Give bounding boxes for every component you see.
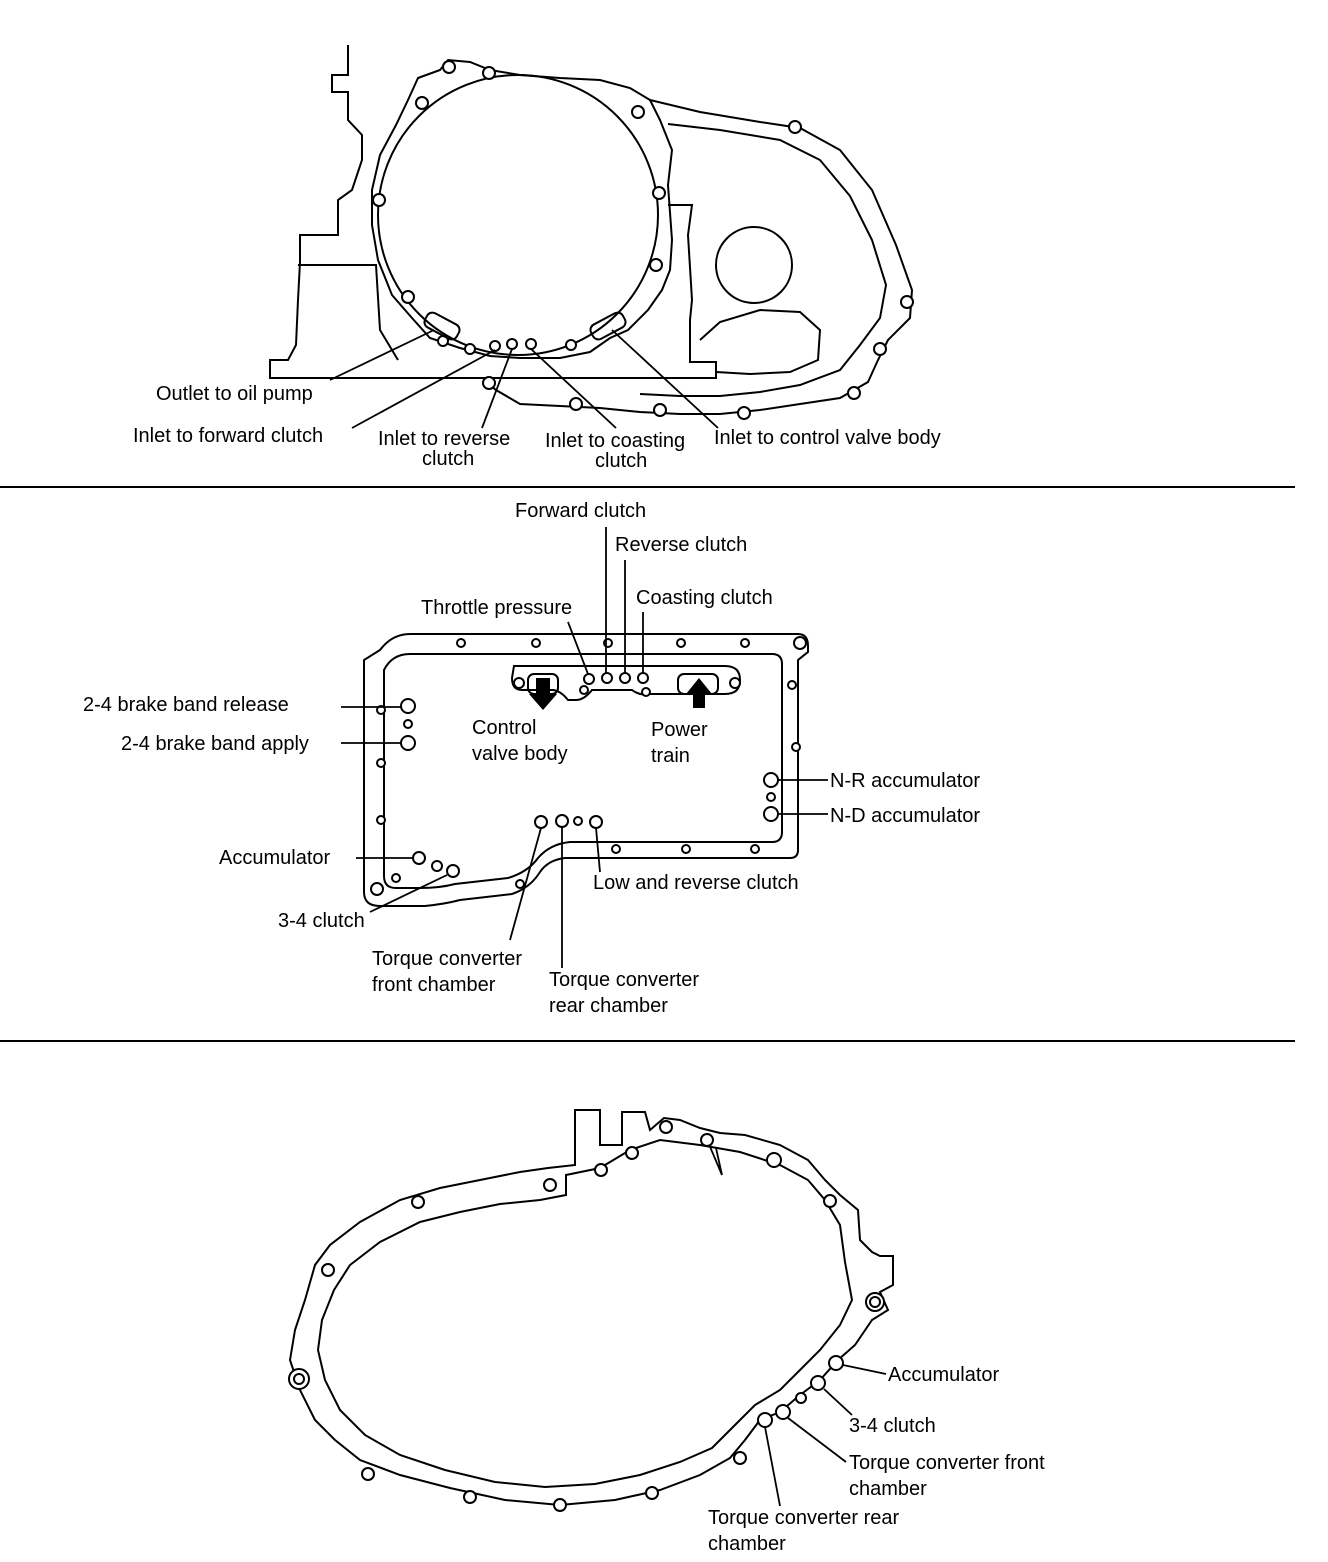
label-case-tc-rear-line1: Torque converter rear bbox=[708, 1507, 900, 1529]
label-tc-front-chamber-line2: front chamber bbox=[372, 974, 496, 996]
reverse-clutch-port bbox=[506, 338, 518, 350]
label-case-tc-front-line1: Torque converter front bbox=[849, 1452, 1045, 1474]
label-throttle-pressure: Throttle pressure bbox=[421, 597, 572, 619]
leader-case-tc-front bbox=[787, 1417, 847, 1463]
leader-tc-front-chamber bbox=[509, 827, 542, 941]
label-case-tc-front-line2: chamber bbox=[849, 1478, 927, 1500]
leader-inlet-reverse-clutch bbox=[481, 348, 513, 429]
label-inlet-control-valve-body: Inlet to control valve body bbox=[714, 427, 941, 449]
label-coasting-clutch: Coasting clutch bbox=[636, 587, 773, 609]
case-34-clutch-port bbox=[810, 1375, 826, 1391]
control-valve-inlet-port bbox=[589, 311, 627, 341]
housing-right-inner bbox=[639, 123, 888, 397]
label-tc-rear-chamber-line1: Torque converter bbox=[549, 969, 699, 991]
housing-rib bbox=[699, 308, 822, 376]
label-case-tc-rear-line2: chamber bbox=[708, 1533, 786, 1555]
label-power-train-line2: train bbox=[651, 745, 690, 767]
case-gasket-inner bbox=[316, 1138, 854, 1489]
valve-body-ports bbox=[400, 672, 779, 878]
housing-left-outline bbox=[269, 45, 717, 379]
label-forward-clutch: Forward clutch bbox=[515, 500, 646, 522]
label-low-reverse-clutch: Low and reverse clutch bbox=[593, 872, 799, 894]
label-nd-accumulator: N-D accumulator bbox=[830, 805, 980, 827]
leader-inlet-forward-clutch bbox=[351, 349, 496, 429]
leader-outlet-oil-pump bbox=[329, 329, 435, 381]
leader-case-accumulator bbox=[842, 1364, 887, 1375]
label-inlet-forward-clutch: Inlet to forward clutch bbox=[133, 425, 323, 447]
arrow-down-control-valve bbox=[529, 678, 557, 710]
panel-transaxle-case-gasket: Accumulator 3-4 clutch Torque converter … bbox=[288, 1109, 1045, 1555]
label-control-valve-body-line1: Control bbox=[472, 717, 536, 739]
leader-34-clutch bbox=[369, 874, 448, 913]
panel-converter-housing: Outlet to oil pump Inlet to forward clut… bbox=[133, 45, 941, 472]
label-inlet-reverse-clutch-line2: clutch bbox=[422, 448, 474, 470]
label-inlet-coasting-clutch-line1: Inlet to coasting bbox=[545, 430, 685, 452]
housing-side-bore bbox=[715, 226, 793, 304]
label-reverse-clutch: Reverse clutch bbox=[615, 534, 747, 556]
leader-inlet-control-valve bbox=[611, 329, 719, 429]
leader-case-34-clutch bbox=[823, 1388, 853, 1416]
oil-pump-outlet-port bbox=[423, 311, 461, 341]
leader-case-tc-rear bbox=[764, 1426, 781, 1507]
label-accumulator: Accumulator bbox=[219, 847, 330, 869]
gasket-inner-outline bbox=[383, 653, 783, 889]
label-inlet-reverse-clutch-line1: Inlet to reverse bbox=[378, 428, 510, 450]
gasket-bolt-holes bbox=[370, 636, 807, 896]
label-tc-rear-chamber-line2: rear chamber bbox=[549, 995, 668, 1017]
label-brake-band-release: 2-4 brake band release bbox=[83, 694, 289, 716]
label-34-clutch: 3-4 clutch bbox=[278, 910, 365, 932]
gasket-outer-outline bbox=[363, 633, 809, 907]
leader-low-reverse-clutch bbox=[595, 827, 601, 873]
converter-bore bbox=[377, 74, 659, 356]
label-inlet-coasting-clutch-line2: clutch bbox=[595, 450, 647, 472]
case-tc-front-port bbox=[775, 1404, 791, 1420]
label-brake-band-apply: 2-4 brake band apply bbox=[121, 733, 309, 755]
housing-bolt-holes bbox=[372, 60, 914, 420]
case-tc-rear-port bbox=[757, 1412, 773, 1428]
case-bolt-holes bbox=[288, 1120, 885, 1512]
housing-right-outline bbox=[483, 99, 914, 415]
panel-valve-body-gasket: Forward clutch Reverse clutch Coasting c… bbox=[83, 500, 980, 1017]
label-tc-front-chamber-line1: Torque converter bbox=[372, 948, 522, 970]
case-accumulator-port bbox=[828, 1355, 844, 1371]
leader-throttle-pressure bbox=[567, 621, 589, 675]
coasting-clutch-port bbox=[525, 338, 537, 350]
forward-clutch-port bbox=[489, 340, 501, 352]
housing-left-flange bbox=[298, 264, 399, 361]
label-case-accumulator: Accumulator bbox=[888, 1364, 999, 1386]
label-control-valve-body-line2: valve body bbox=[472, 743, 568, 765]
case-gasket-tab bbox=[707, 1141, 723, 1176]
label-nr-accumulator: N-R accumulator bbox=[830, 770, 980, 792]
leader-inlet-coasting-clutch bbox=[530, 348, 617, 429]
label-power-train-line1: Power bbox=[651, 719, 708, 741]
label-case-34-clutch: 3-4 clutch bbox=[849, 1415, 936, 1437]
arrow-up-power-train bbox=[686, 678, 712, 708]
label-outlet-oil-pump: Outlet to oil pump bbox=[156, 383, 313, 405]
